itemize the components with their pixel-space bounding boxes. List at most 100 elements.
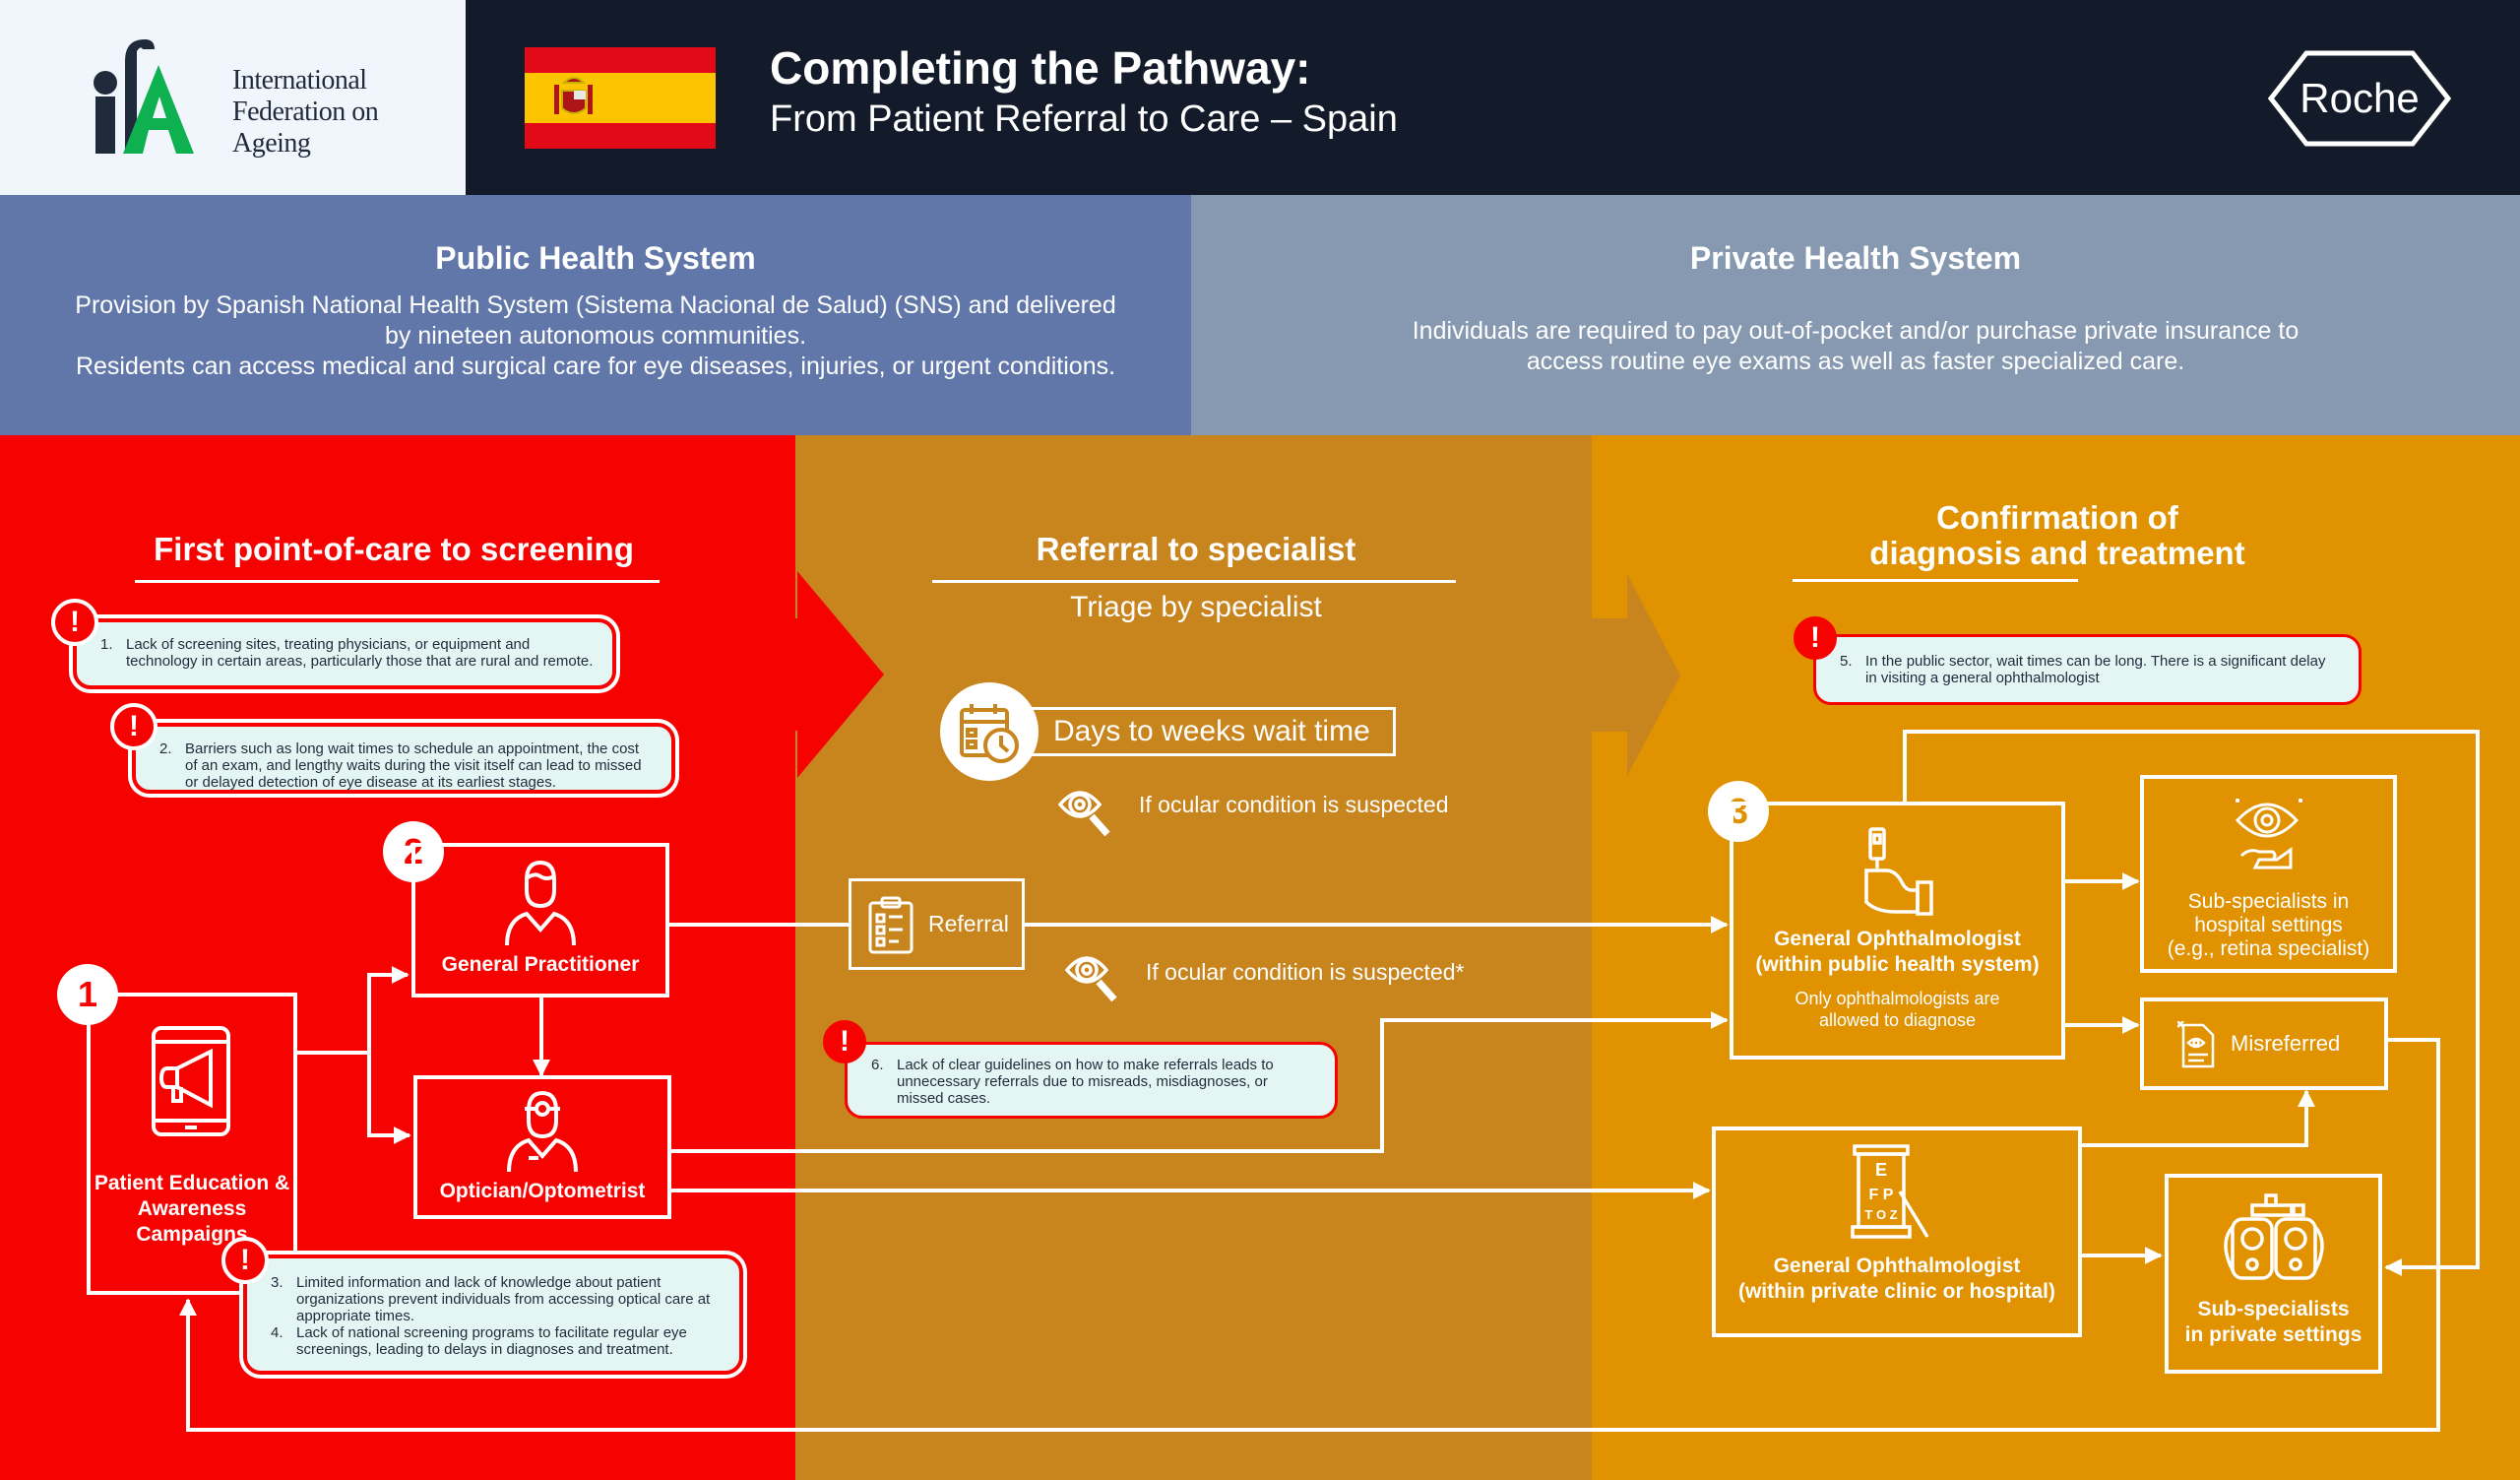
barrier-note-3-4: 3. Limited information and lack of knowl… [243, 1255, 743, 1375]
barrier-text: Limited information and lack of knowledg… [296, 1274, 711, 1324]
barrier-number: 2. [159, 740, 172, 757]
go-private-label: General Ophthalmologist (within private … [1716, 1254, 2078, 1305]
org-name-line: Federation on [232, 97, 379, 127]
barrier-note-5: 5. In the public sector, wait times can … [1813, 634, 2362, 705]
barrier-text: In the public sector, wait times can be … [1865, 653, 2326, 686]
barrier-text: Lack of clear guidelines on how to make … [897, 1057, 1274, 1107]
coat-of-arms-icon [554, 77, 593, 114]
barrier-number: 6. [871, 1057, 884, 1073]
general-practitioner-node[interactable]: General Practitioner [411, 843, 669, 997]
general-practitioner-label: General Practitioner [441, 953, 640, 976]
title-line: diagnosis and treatment [1869, 535, 2245, 571]
alert-icon: ! [51, 599, 98, 646]
private-system-description: Individuals are required to pay out-of-p… [1191, 316, 2520, 377]
eye-search-icon [1058, 791, 1110, 837]
description-line: Residents can access medical and surgica… [75, 353, 1116, 380]
page-title: Completing the Pathway: [770, 42, 1311, 94]
eye-chart-row: T O Z [1864, 1207, 1897, 1222]
roche-logo: Roche [2267, 50, 2452, 147]
stage-arrow-icon [1592, 574, 1680, 776]
suspected-condition-label-asterisk: If ocular condition is suspected* [1146, 959, 1465, 985]
misreferred-label: Misreferred [2231, 1031, 2341, 1056]
title-divider [1793, 579, 2078, 582]
eye-chart-row: F P [1869, 1187, 1894, 1203]
title-line: Confirmation of [1936, 499, 2178, 536]
barrier-number: 1. [100, 636, 113, 653]
label-line: (within private clinic or hospital) [1737, 1280, 2056, 1303]
sub-private-label: Sub-specialists in private settings [2169, 1297, 2378, 1348]
confirmation-column-title: Confirmation of diagnosis and treatment [1762, 500, 2353, 571]
sub-hospital-label: Sub-specialists in hospital settings (e.… [2144, 890, 2393, 961]
title-bar [466, 0, 2520, 195]
go-public-note: Only ophthalmologists are allowed to dia… [1733, 988, 2061, 1031]
description-line: Provision by Spanish National Health Sys… [75, 291, 1116, 319]
patient-education-label: Patient Education & Awareness Campaigns [89, 1171, 295, 1248]
public-system-description: Provision by Spanish National Health Sys… [0, 290, 1191, 382]
label-line: Sub-specialists in [2187, 890, 2350, 913]
barrier-number: 5. [1840, 653, 1853, 670]
barrier-item: 4. Lack of national screening programs t… [271, 1324, 722, 1358]
referral-node[interactable]: Referral [849, 878, 1025, 970]
phoropter-icon [2223, 1193, 2324, 1280]
label-line: General Ophthalmologist [1774, 928, 2021, 950]
label-line: Sub-specialists [2197, 1298, 2350, 1320]
barrier-text: Lack of screening sites, treating physic… [126, 636, 594, 670]
screening-column-title: First point-of-care to screening [154, 531, 634, 567]
label-line: (e.g., retina specialist) [2167, 937, 2370, 960]
wait-time-label: Days to weeks wait time [1053, 715, 1370, 747]
megaphone-phone-icon [152, 1026, 230, 1136]
calendar-clock-icon [960, 704, 1019, 763]
wait-time-badge [940, 682, 1039, 781]
step-badge-3: 3 [1708, 781, 1769, 842]
sub-specialists-hospital-node[interactable]: Sub-specialists in hospital settings (e.… [2140, 775, 2397, 973]
alert-icon: ! [110, 703, 158, 750]
misreferred-node[interactable]: Misreferred [2140, 997, 2388, 1090]
description-line: access routine eye exams as well as fast… [1526, 348, 2185, 375]
label-line: in private settings [2184, 1323, 2362, 1346]
wait-time-box: Days to weeks wait time [1032, 707, 1396, 756]
page-subtitle: From Patient Referral to Care – Spain [770, 98, 1398, 140]
label-line: (within public health system) [1755, 953, 2040, 976]
sub-specialists-private-node[interactable]: Sub-specialists in private settings [2165, 1174, 2382, 1374]
barrier-number: 4. [271, 1324, 284, 1341]
document-eye-icon [2177, 1021, 2215, 1068]
label-line: Patient Education & [94, 1172, 290, 1194]
ophthalmoscope-hand-icon [1863, 827, 1933, 916]
org-name: International Federation on Ageing [232, 65, 379, 160]
alert-icon: ! [823, 1020, 866, 1063]
org-name-line: Ageing [232, 128, 311, 159]
barrier-note-6: 6. Lack of clear guidelines on how to ma… [845, 1042, 1338, 1119]
label-line: hospital settings [2194, 914, 2343, 936]
eye-search-icon [1065, 956, 1117, 1002]
general-ophthalmologist-private-node[interactable]: E F P T O Z General Ophthalmologist (wit… [1712, 1126, 2082, 1337]
eye-hand-icon [2235, 799, 2302, 869]
label-line: Awareness Campaigns [136, 1197, 248, 1246]
patient-education-node[interactable]: Patient Education & Awareness Campaigns [89, 1024, 295, 1248]
stage-arrow-icon [795, 571, 884, 778]
label-line: General Ophthalmologist [1773, 1255, 2021, 1277]
description-line: by nineteen autonomous communities. [384, 322, 807, 350]
barrier-number: 3. [271, 1274, 284, 1291]
suspected-condition-label: If ocular condition is suspected [1139, 792, 1449, 817]
public-system-title: Public Health System [435, 240, 756, 276]
spain-flag-icon [525, 47, 716, 149]
clipboard-icon [868, 896, 914, 954]
eye-chart-row: E [1875, 1160, 1887, 1180]
optician-node[interactable]: Optician/Optometrist [413, 1075, 671, 1219]
public-health-system-panel: Public Health System Provision by Spanis… [0, 195, 1191, 435]
general-ophthalmologist-public-node[interactable]: General Ophthalmologist (within public h… [1730, 802, 2065, 1060]
barrier-note-1: 1. Lack of screening sites, treating phy… [73, 618, 616, 689]
referral-label: Referral [928, 911, 1009, 936]
optician-icon [507, 1090, 578, 1173]
step-badge-1: 1 [57, 964, 118, 1025]
org-logo-panel: International Federation on Ageing [0, 0, 466, 195]
title-divider [135, 580, 660, 583]
title-divider [932, 580, 1456, 583]
org-name-line: International [232, 65, 367, 96]
barrier-note-2: 2. Barriers such as long wait times to s… [132, 723, 675, 794]
barrier-item: 3. Limited information and lack of knowl… [271, 1274, 722, 1324]
ifa-logo-mark [94, 39, 194, 154]
roche-logo-text: Roche [2300, 75, 2419, 121]
referral-column-subtitle: Triage by specialist [1070, 591, 1322, 623]
description-line: Individuals are required to pay out-of-p… [1412, 317, 2300, 345]
